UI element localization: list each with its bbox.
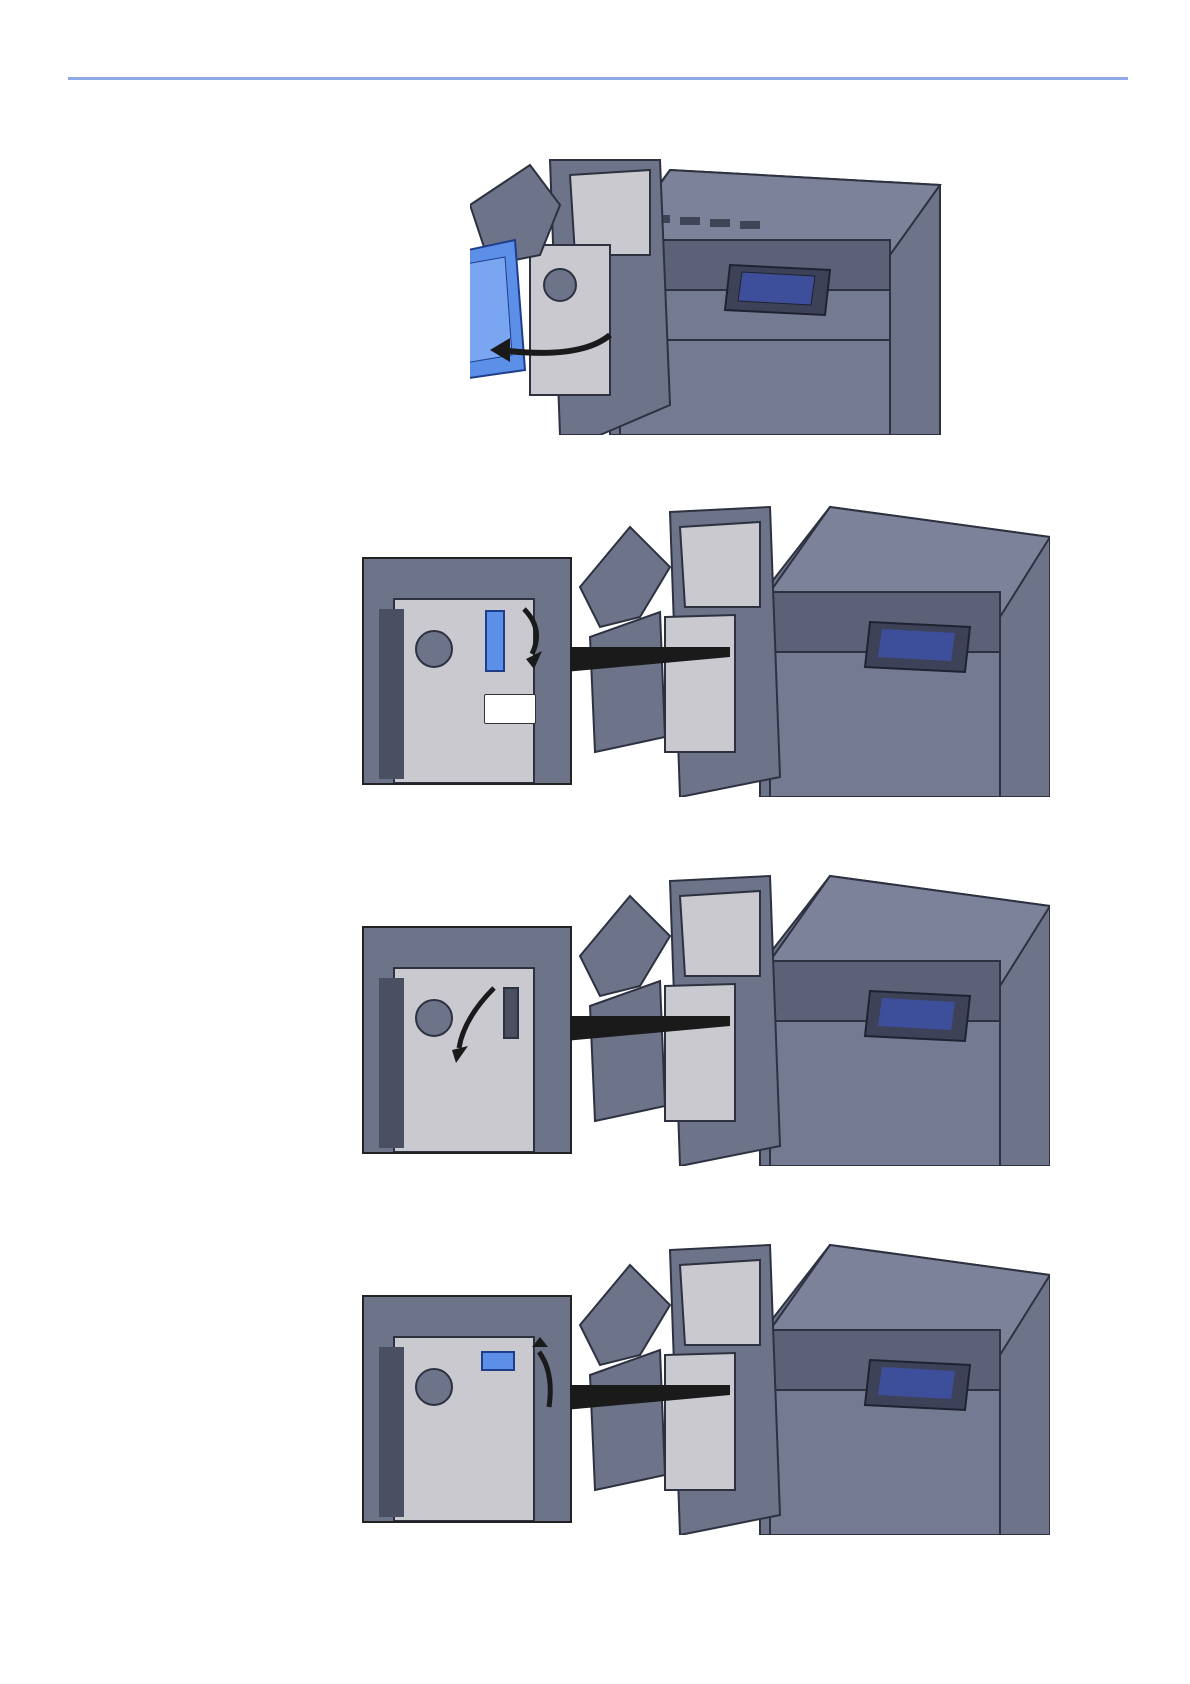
step-4-inset <box>362 1295 572 1523</box>
inset-callout-tag <box>484 694 536 724</box>
step-2-illustration <box>570 497 1050 797</box>
step-3-illustration <box>570 866 1050 1166</box>
step-3-inset <box>362 926 572 1154</box>
step-4-illustration <box>570 1235 1050 1535</box>
step-1-illustration <box>470 145 950 435</box>
step-2-inset <box>362 557 572 785</box>
header-rule <box>68 77 1128 80</box>
